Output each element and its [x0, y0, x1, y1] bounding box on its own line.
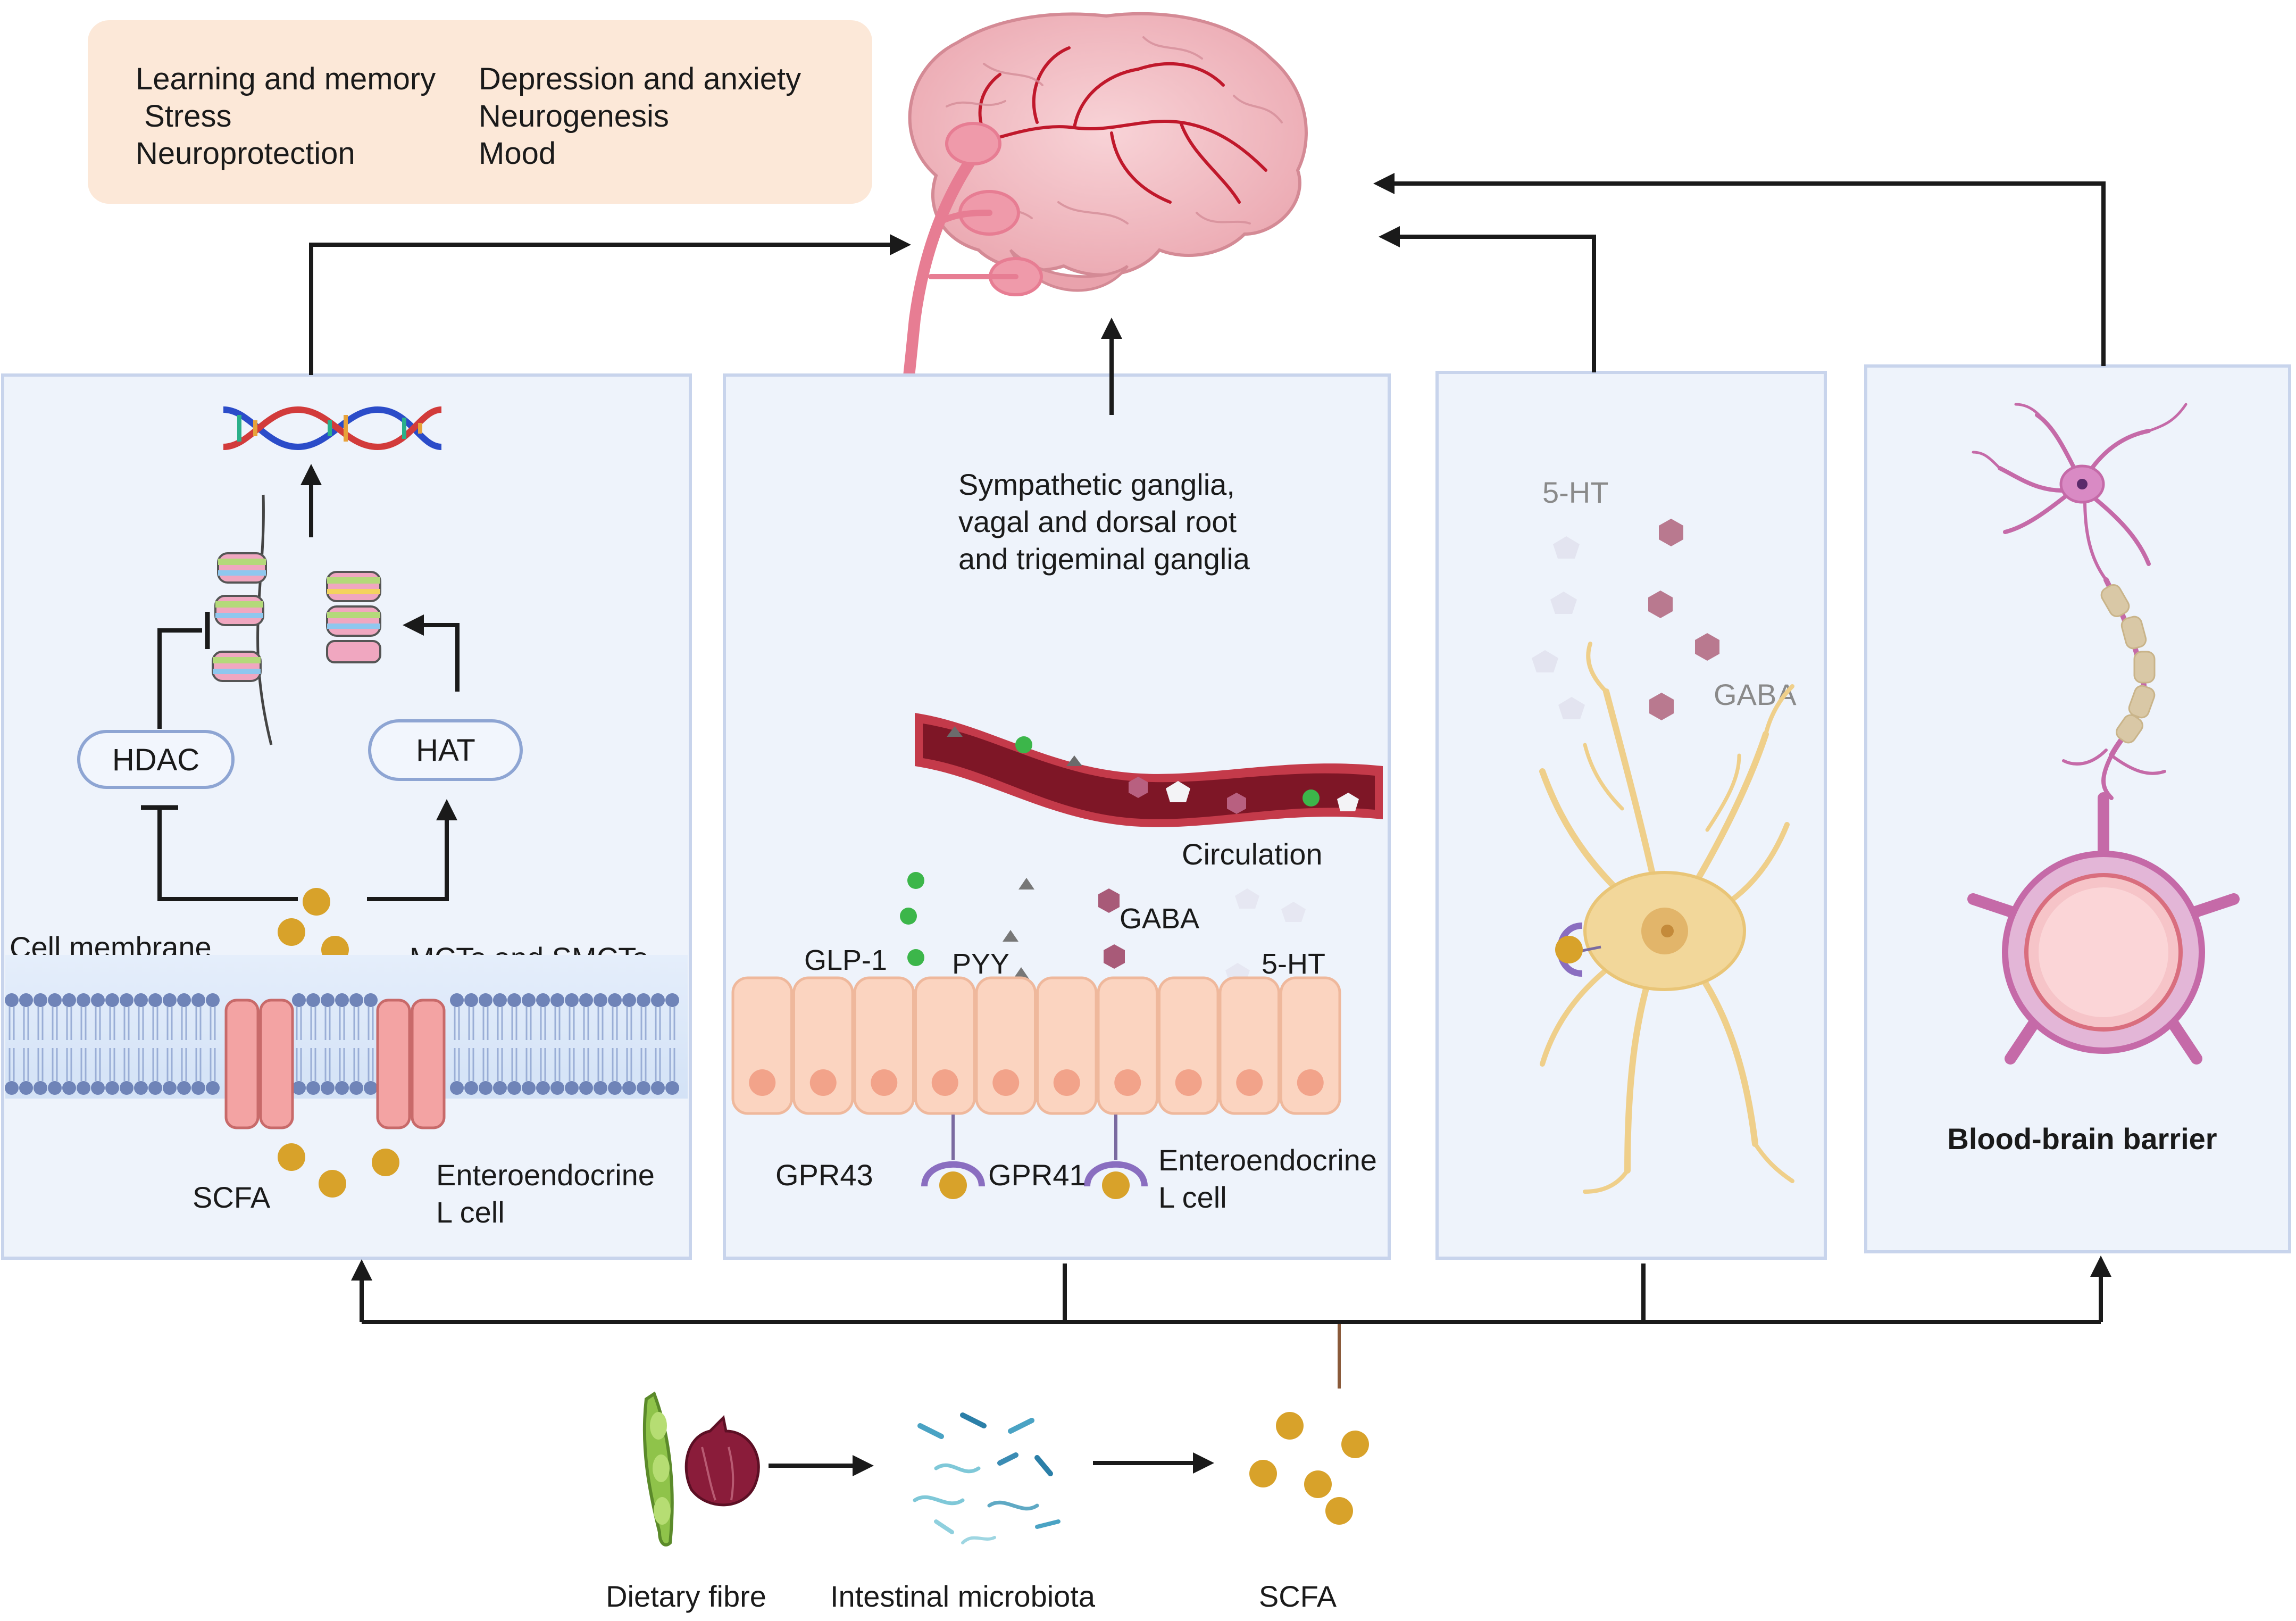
epithelial-cell	[792, 976, 854, 1115]
pyy-label: PYY	[952, 948, 1009, 980]
panel-neurotransmitter: 5-HT GABA	[1435, 371, 1827, 1260]
inhibit-scfa-to-hdac	[157, 809, 298, 901]
effect-depression-anxiety: Depression and anxiety	[479, 62, 801, 96]
panel-bbb: Blood-brain barrier	[1864, 364, 2291, 1253]
intestinal-epithelium	[731, 976, 1341, 1115]
scfa-molecules-bottom	[278, 1143, 399, 1198]
hdac-pill: HDAC	[77, 730, 235, 789]
arrow-panel3-to-brain	[1379, 226, 1596, 372]
arrow-hat-to-chromatin	[403, 614, 460, 692]
scfa-label-bottom: SCFA	[1259, 1580, 1337, 1613]
ganglia-label-line1: Sympathetic ganglia,	[958, 468, 1235, 501]
glp1-label: GLP-1	[804, 944, 887, 976]
epithelial-cell	[975, 976, 1037, 1115]
effect-mood: Mood	[479, 136, 556, 171]
bbb-vessel	[1967, 792, 2240, 1065]
circulation-vessel	[915, 713, 1383, 827]
neuron-receptor	[1555, 922, 1601, 977]
gpr41-label: GPR41	[988, 1158, 1086, 1192]
microbiota-icon	[913, 1412, 1061, 1544]
bbb-label: Blood-brain barrier	[1947, 1122, 2217, 1156]
epithelial-cell	[1218, 976, 1280, 1115]
hat-pill: HAT	[368, 719, 523, 781]
hat-label: HAT	[416, 733, 475, 768]
brain-gyri	[946, 36, 1283, 225]
gpr41-receptor	[1084, 1115, 1148, 1199]
dietary-fibre-icon	[642, 1391, 760, 1547]
scfa-label-panel1: SCFA	[193, 1181, 271, 1214]
bbb-neuron	[1972, 403, 2188, 800]
enteroendocrine-label-panel2-line1: Enteroendocrine	[1158, 1143, 1377, 1177]
enteroendocrine-label-panel2-line2: L cell	[1158, 1181, 1227, 1214]
inhibit-hdac-to-chromatin	[157, 628, 202, 729]
epithelial-cell	[1280, 976, 1341, 1115]
myelin-sheath	[2100, 584, 2156, 744]
neuron-illustration	[1539, 642, 1794, 1194]
chromatin-open-icon	[326, 571, 381, 663]
serotonin-label-panel2: 5-HT	[1262, 948, 1325, 980]
effect-neuroprotection: Neuroprotection	[136, 136, 355, 171]
gpr43-label: GPR43	[775, 1158, 873, 1192]
cell-membrane	[5, 955, 688, 1099]
effect-stress: Stress	[136, 99, 232, 134]
dna-helix-icon	[223, 406, 442, 451]
enteroendocrine-label-panel1-line1: Enteroendocrine	[436, 1158, 655, 1192]
effect-neurogenesis: Neurogenesis	[479, 99, 669, 134]
panel-epigenetic: HDAC HAT Cell membrane MCTs and SMCTs	[1, 373, 692, 1260]
effects-box: Learning and memory Stress Neuroprotecti…	[88, 20, 872, 204]
hdac-label: HDAC	[112, 743, 199, 777]
serotonin-label-panel3: 5-HT	[1542, 476, 1608, 509]
ganglia-label-line3: and trigeminal ganglia	[958, 542, 1250, 576]
gaba-molecules-panel3	[1648, 519, 1719, 720]
arrow-panel1-to-brain	[309, 234, 911, 375]
dietary-fibre-label: Dietary fibre	[606, 1580, 766, 1613]
effect-learning-memory: Learning and memory	[136, 62, 436, 96]
enteroendocrine-label-panel1-line2: L cell	[436, 1195, 505, 1229]
epithelial-cell	[914, 976, 976, 1115]
epithelial-cell	[853, 976, 915, 1115]
mct-transporter-1	[224, 999, 294, 1129]
gaba-label-panel2: GABA	[1120, 903, 1199, 935]
panel-neural: Sympathetic ganglia, vagal and dorsal ro…	[723, 373, 1391, 1260]
scfa-molecules-bottom-row	[1249, 1412, 1369, 1525]
gpr43-receptor	[921, 1115, 985, 1199]
chromatin-condensed-icon	[212, 494, 273, 745]
serotonin-molecules-panel3	[1532, 536, 1585, 719]
connector-arrows	[309, 173, 2111, 1476]
brain-blood-vessels	[956, 46, 1267, 204]
epithelial-cell	[731, 976, 793, 1115]
microbiota-label: Intestinal microbiota	[830, 1580, 1096, 1613]
arrow-scfa-to-hat	[367, 799, 457, 901]
epithelial-cell	[1036, 976, 1098, 1115]
circulation-label: Circulation	[1182, 837, 1323, 871]
scfa-molecules-top	[278, 888, 349, 963]
epithelial-cell	[1158, 976, 1220, 1115]
ganglia-label-line2: vagal and dorsal root	[958, 505, 1237, 538]
epithelial-cell	[1097, 976, 1158, 1115]
mct-transporter-2	[376, 999, 446, 1129]
arrow-panel4-to-brain	[1373, 173, 2106, 366]
